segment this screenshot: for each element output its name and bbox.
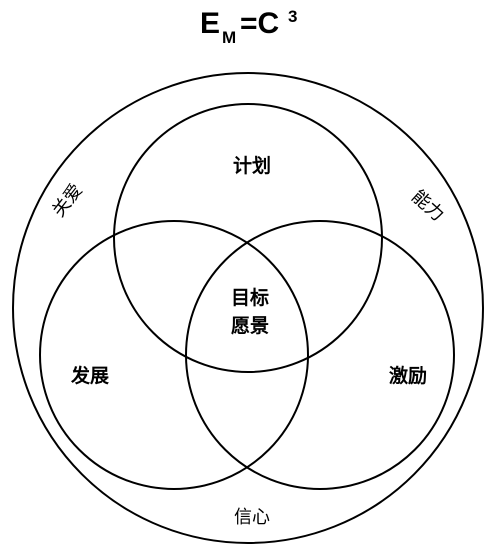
title-e: E bbox=[200, 7, 220, 40]
label-goal: 目标 bbox=[231, 287, 269, 309]
outer-circle bbox=[12, 72, 484, 544]
label-vision: 愿景 bbox=[231, 315, 269, 337]
label-confidence: 信心 bbox=[234, 507, 270, 528]
right-circle bbox=[185, 220, 455, 490]
label-motivation: 激励 bbox=[389, 364, 427, 387]
label-care: 关爱 bbox=[48, 180, 87, 221]
top-circle bbox=[113, 103, 383, 373]
label-ability: 能力 bbox=[407, 186, 448, 226]
formula-title: E M =C 3 bbox=[200, 7, 297, 47]
left-circle bbox=[39, 220, 309, 490]
label-development: 发展 bbox=[70, 364, 109, 387]
title-superscript-3: 3 bbox=[288, 7, 297, 26]
title-equals-c: =C bbox=[240, 7, 279, 40]
title-subscript-m: M bbox=[222, 28, 236, 47]
label-plan: 计划 bbox=[233, 154, 271, 177]
